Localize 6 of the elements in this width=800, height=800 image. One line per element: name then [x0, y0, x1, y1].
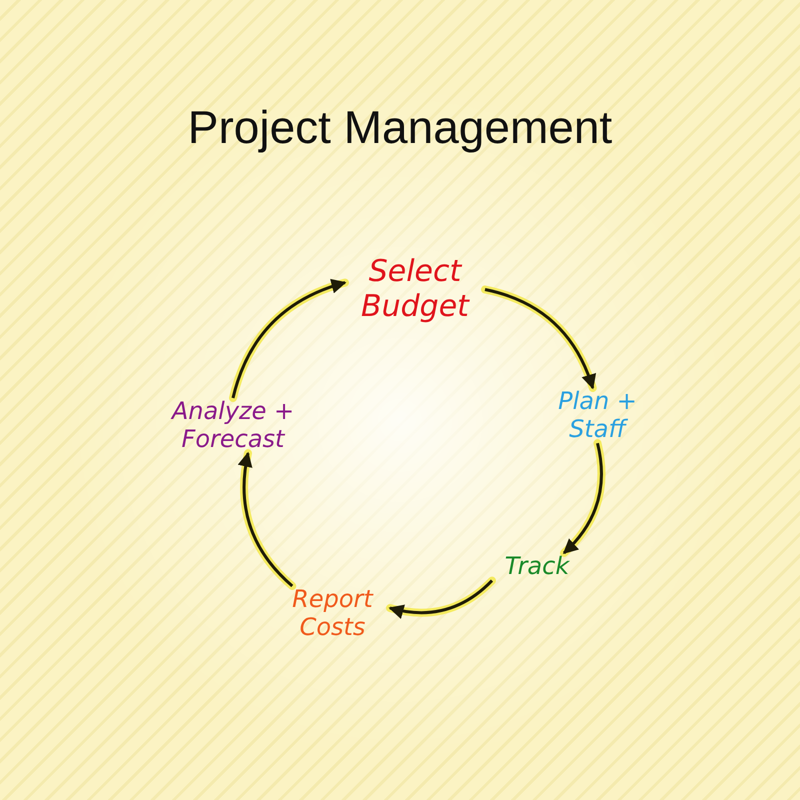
step-label: Select Budget	[360, 255, 471, 324]
title: Project Management	[186, 100, 614, 154]
step-label: Report Costs	[291, 586, 374, 642]
step-label: Plan + Staff	[557, 388, 638, 444]
step-label: Analyze + Forecast	[170, 398, 296, 454]
step-label: Track	[504, 553, 571, 581]
